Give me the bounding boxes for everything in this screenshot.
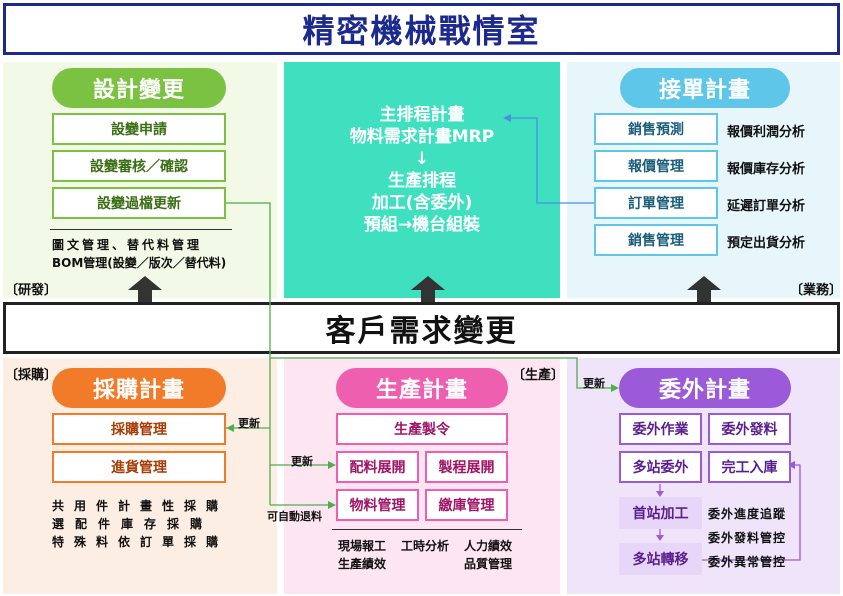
outsource-note-2: 委外發料管控 (708, 531, 787, 545)
manufacture-process-expand[interactable]: 製程展開 (425, 451, 508, 483)
customer-change-banner: 客戶需求變更 (3, 302, 840, 354)
design-item-apply[interactable]: 設變申請 (52, 113, 226, 145)
center-line-process: 加工(含委外) (371, 193, 473, 213)
sales-item-forecast[interactable]: 銷售預測 (594, 113, 718, 145)
arrow-right-icon (611, 384, 619, 392)
outsource-note-1: 委外進度追蹤 (708, 507, 787, 521)
outsource-multi-transfer[interactable]: 多站轉移 (619, 543, 702, 575)
center-line-schedule: 生產排程 (388, 171, 456, 191)
design-item-update[interactable]: 設變過檔更新 (52, 187, 226, 219)
design-divider (50, 229, 232, 230)
manufacture-note-labor: 人力績效 (464, 539, 513, 553)
manufacture-material-manage[interactable]: 物料管理 (336, 489, 419, 521)
manufacture-note-report: 現場報工 (338, 539, 387, 553)
arrow-left-icon (787, 461, 795, 469)
arrow-left-icon (226, 424, 234, 432)
order-to-center-connector (510, 117, 594, 204)
outsource-work[interactable]: 委外作業 (619, 413, 702, 445)
purchase-note-2: 選配件庫存採購 (52, 517, 214, 531)
up-arrow-icon (687, 276, 721, 302)
manufacture-tag: 〔生產〕 (512, 368, 565, 383)
design-tag: 〔研發〕 (5, 283, 58, 298)
arrow-down-icon (656, 535, 664, 541)
manufacture-header: 生產計畫 (336, 368, 508, 408)
purchase-item-manage[interactable]: 採購管理 (52, 413, 226, 445)
sales-item-quote[interactable]: 報價管理 (594, 150, 718, 182)
purchase-note-1: 共用件計畫性採購 (52, 499, 229, 513)
center-flow: 主排程計畫 物料需求計畫MRP ↓ 生產排程 加工(含委外) 預組→機台組裝 (284, 104, 560, 236)
design-note-1: 圖文管理、替代料管理 (52, 238, 203, 252)
manufacture-divider (332, 529, 522, 530)
update-label-outsource: 更新 (583, 377, 605, 390)
up-arrow-icon (411, 276, 445, 302)
sales-item-order[interactable]: 訂單管理 (594, 187, 718, 219)
manufacture-material-expand[interactable]: 配料展開 (336, 451, 419, 483)
auto-return-label: 可自動退料 (267, 510, 322, 523)
purchase-tag: 〔採購〕 (5, 368, 58, 383)
update-label-manufacture: 更新 (291, 455, 313, 468)
manufacture-work-order[interactable]: 生產製令 (336, 413, 508, 445)
sales-analysis-2: 報價庫存分析 (727, 162, 806, 177)
purchase-header: 採購計畫 (52, 368, 226, 408)
sales-header: 接單計畫 (620, 68, 790, 108)
outsource-first-station[interactable]: 首站加工 (619, 497, 702, 529)
sales-analysis-4: 預定出貨分析 (727, 236, 806, 251)
center-arrow: ↓ (414, 149, 430, 169)
design-header: 設計變更 (52, 68, 226, 108)
manufacture-note-performance: 生產績效 (338, 557, 387, 571)
sales-analysis-1: 報價利潤分析 (727, 125, 806, 140)
design-note-2: BOM管理(設變／版次／替代料) (52, 256, 227, 270)
outsource-header: 委外計畫 (619, 368, 791, 408)
arrow-left-icon (503, 114, 511, 122)
design-update-connector (226, 202, 616, 506)
outsource-complete-stock[interactable]: 完工入庫 (708, 451, 791, 483)
center-line-master: 主排程計畫 (379, 105, 465, 125)
sales-analysis-3: 延遲訂單分析 (727, 199, 806, 214)
center-line-mrp: 物料需求計畫MRP (349, 127, 495, 147)
purchase-note-3: 特殊料依訂單採購 (52, 535, 229, 549)
manufacture-note-hours: 工時分析 (401, 539, 450, 553)
arrow-down-icon (656, 491, 664, 497)
purchase-item-receiving[interactable]: 進貨管理 (52, 451, 226, 483)
manufacture-note-quality: 品質管理 (464, 557, 513, 571)
up-arrow-icon (128, 276, 162, 302)
center-line-assembly: 預組→機台組裝 (363, 215, 481, 235)
sales-tag: 〔業務〕 (790, 283, 843, 298)
page-title: 精密機械戰情室 (3, 3, 840, 55)
outsource-multi-station[interactable]: 多站委外 (619, 451, 702, 483)
arrow-right-icon (328, 461, 336, 469)
outsource-note-3: 委外異常管控 (708, 555, 787, 569)
design-item-review[interactable]: 設變審核／確認 (52, 150, 226, 182)
center-panel (284, 62, 560, 298)
sales-item-sales[interactable]: 銷售管理 (594, 224, 718, 256)
outsource-issue[interactable]: 委外發料 (708, 413, 791, 445)
manufacture-stock-in[interactable]: 繳庫管理 (425, 489, 508, 521)
update-label-purchase: 更新 (238, 417, 260, 430)
arrow-right-icon (328, 501, 336, 509)
